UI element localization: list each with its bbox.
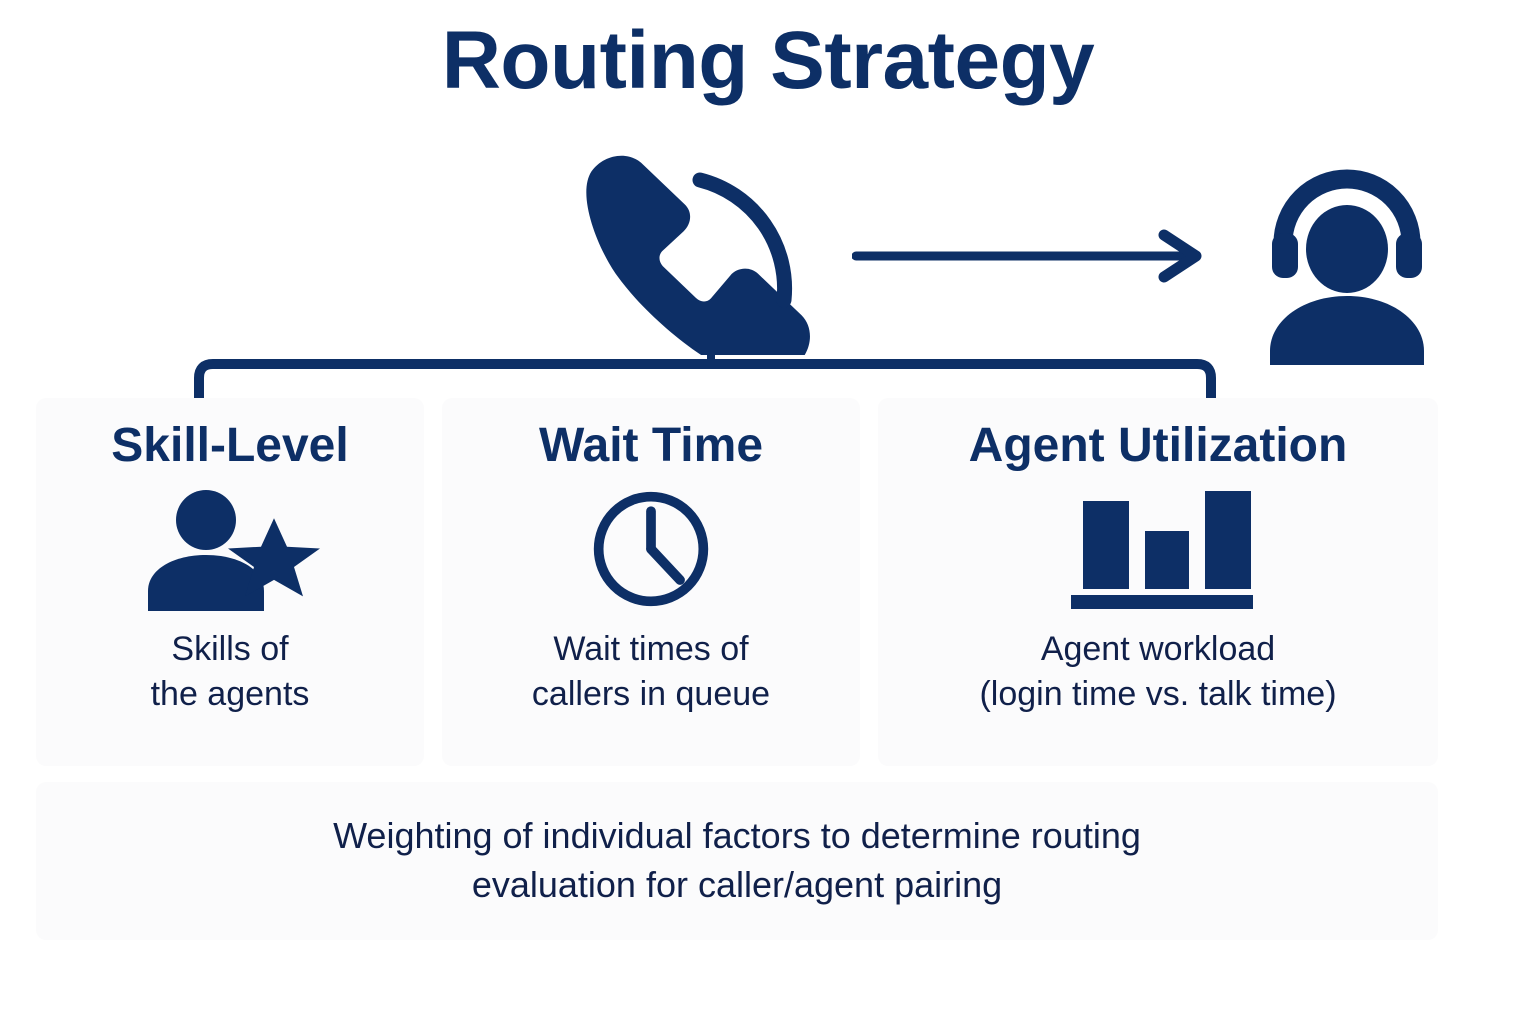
- page-title: Routing Strategy: [441, 15, 1095, 106]
- factor-title: Wait Time: [538, 419, 764, 472]
- summary-text: Weighting of individual factors to deter…: [333, 815, 1141, 905]
- clock-icon: [588, 487, 714, 611]
- factor-description: Skills of the agents: [150, 629, 310, 713]
- bar-chart-icon: [1063, 487, 1253, 611]
- factor-card-wait-time[interactable]: Wait Time Wait times of callers in queue: [442, 398, 860, 766]
- bracket-connector: [190, 336, 1220, 411]
- factor-title: Skill-Level: [111, 419, 349, 472]
- factor-cards: Skill-Level Skills of the agents Wait Ti…: [36, 398, 1438, 766]
- phone-call-icon: [566, 150, 836, 377]
- summary-banner: Weighting of individual factors to deter…: [36, 782, 1438, 940]
- person-star-icon: [130, 487, 330, 611]
- factor-description: Wait times of callers in queue: [531, 629, 771, 713]
- factor-card-skill-level[interactable]: Skill-Level Skills of the agents: [36, 398, 424, 766]
- factor-description: Agent workload (login time vs. talk time…: [979, 629, 1337, 713]
- factor-title: Agent Utilization: [968, 419, 1348, 472]
- right-arrow-icon: [851, 228, 1212, 284]
- factor-card-agent-utilization[interactable]: Agent Utilization Agent workload (login …: [878, 398, 1438, 766]
- headset-agent-icon: [1252, 165, 1442, 365]
